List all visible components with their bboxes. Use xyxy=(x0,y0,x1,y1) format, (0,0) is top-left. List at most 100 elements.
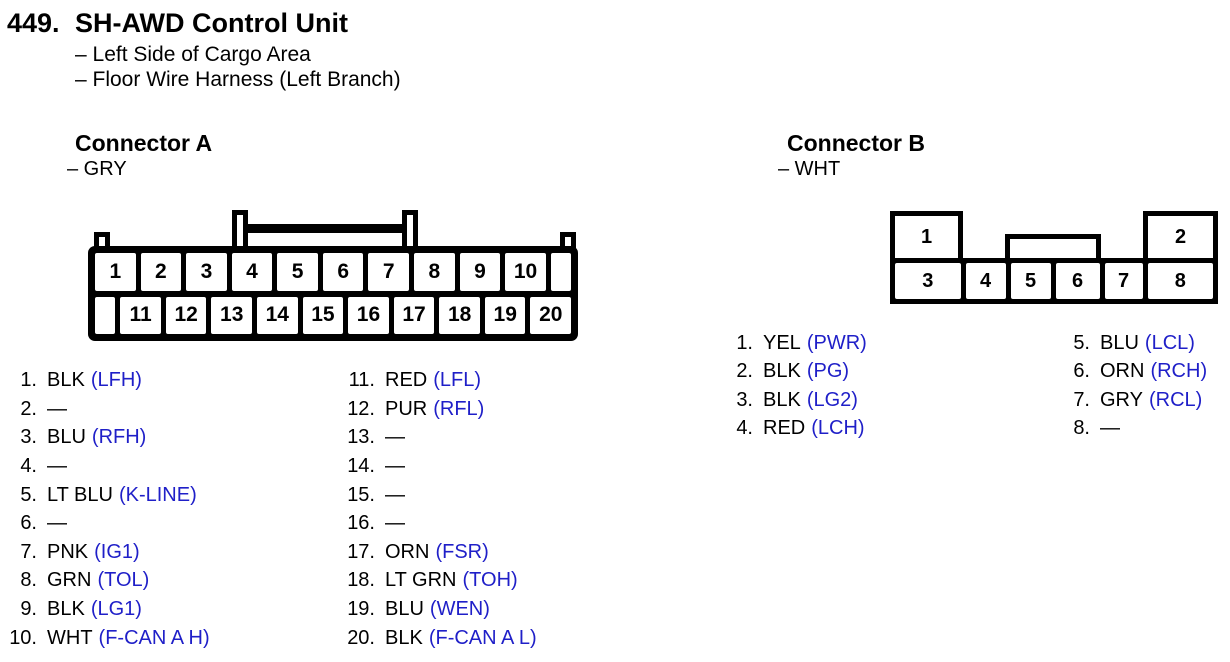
pin-row: 8. — xyxy=(1047,414,1207,442)
connector-a-bottom-row: 11 12 13 14 15 16 17 18 19 20 xyxy=(95,296,572,334)
pin-cell: 5 xyxy=(1010,263,1051,299)
wire-color: — xyxy=(385,512,405,535)
wire-color: — xyxy=(47,454,67,477)
pin-cell: 4 xyxy=(231,253,273,291)
pin-cell: 16 xyxy=(348,296,389,334)
signal-name: (TOL) xyxy=(97,569,150,592)
wire-color: — xyxy=(385,483,405,506)
pin-number: 4. xyxy=(736,417,753,440)
wire-color: — xyxy=(47,512,67,535)
pin-row: 1. BLK (LFH) xyxy=(0,366,210,395)
pin-cell: 4 xyxy=(965,263,1006,299)
wire-color: BLK xyxy=(47,369,85,391)
pin-row: 9. BLK (LG1) xyxy=(0,595,210,624)
pin-row: 13. — xyxy=(330,423,537,452)
wire-color: — xyxy=(47,397,67,420)
pin-row: 10. WHT (F-CAN A H) xyxy=(0,624,210,653)
page-title: SH-AWD Control Unit xyxy=(75,8,348,38)
pin-row: 15. — xyxy=(330,481,537,510)
pin-cell: 1 xyxy=(890,211,963,263)
wire-color: — xyxy=(385,426,405,449)
pin-number: 3. xyxy=(20,426,37,449)
pin-row: 20. BLK (F-CAN A L) xyxy=(330,624,536,653)
pin-row: 16. — xyxy=(330,509,537,538)
pin-cell: 2 xyxy=(140,253,182,291)
blank-cell xyxy=(550,253,572,291)
pin-number: 1. xyxy=(20,369,37,391)
wire-color: — xyxy=(1100,417,1120,440)
pin-row: 5. LT BLU (K-LINE) xyxy=(0,481,210,510)
connector-b-diagram: 1 2 3 4 5 6 7 8 xyxy=(890,211,1218,305)
pin-cell: 8 xyxy=(1147,263,1213,299)
signal-name: (LFH) xyxy=(90,369,142,391)
pin-row: 18. LT GRN (TOH) xyxy=(330,566,537,595)
wire-color: BLK xyxy=(385,626,423,649)
signal-name: (LG2) xyxy=(806,388,858,411)
connector-a-top-row: 1 2 3 4 5 6 7 8 9 10 xyxy=(95,253,572,291)
pin-number: 19. xyxy=(347,598,375,621)
connector-a-housing-color: – GRY xyxy=(67,158,127,180)
pin-number: 13. xyxy=(347,426,375,449)
signal-name: (RCL) xyxy=(1148,388,1203,411)
signal-name: (PWR) xyxy=(806,332,867,354)
pin-number: 9. xyxy=(20,598,37,621)
connector-b-heading: Connector B xyxy=(787,130,925,156)
pin-row: 5. BLU (LCL) xyxy=(1047,329,1207,357)
wire-color: LT BLU xyxy=(47,483,113,506)
wire-color: GRY xyxy=(1100,388,1143,411)
pin-number: 8. xyxy=(20,569,37,592)
pin-cell: 11 xyxy=(120,296,161,334)
signal-name: (RFH) xyxy=(91,426,147,449)
pin-cell: 7 xyxy=(1104,263,1143,299)
pin-cell: 12 xyxy=(165,296,207,334)
connector-b-housing-color: – WHT xyxy=(778,158,841,180)
pin-row: 2. BLK (PG) xyxy=(710,357,867,385)
connector-b-pin-list-col1: 1. YEL (PWR) 2. BLK (PG) 3. BLK (LG2) 4.… xyxy=(710,329,867,443)
pin-row: 17. ORN (FSR) xyxy=(330,538,537,567)
signal-name: (LCH) xyxy=(811,417,865,440)
connector-b-bottom-row: 3 4 5 6 7 8 xyxy=(890,258,1218,304)
pin-number: 6. xyxy=(20,512,37,535)
signal-name: (F-CAN A H) xyxy=(98,626,210,649)
pin-number: 2. xyxy=(20,397,37,420)
signal-name: (LCL) xyxy=(1144,332,1195,354)
wire-color: RED xyxy=(763,417,806,440)
pin-number: 8. xyxy=(1073,417,1090,440)
wire-color: WHT xyxy=(47,626,93,649)
wire-color: RED xyxy=(385,369,428,391)
connector-a-diagram: 1 2 3 4 5 6 7 8 9 10 11 12 13 14 15 16 1 xyxy=(88,210,578,341)
blank-cell xyxy=(95,296,116,334)
pin-number: 4. xyxy=(20,454,37,477)
signal-name: (K-LINE) xyxy=(118,483,197,506)
pin-number: 1. xyxy=(736,332,753,354)
pin-number: 18. xyxy=(347,569,375,592)
signal-name: (IG1) xyxy=(94,540,140,563)
pin-cell: 3 xyxy=(186,253,227,291)
pin-number: 14. xyxy=(347,454,375,477)
pin-row: 6. ORN (RCH) xyxy=(1047,357,1207,385)
pin-number: 15. xyxy=(347,483,375,506)
wire-color: BLU xyxy=(47,426,86,449)
wire-color: LT GRN xyxy=(385,569,457,592)
pin-cell: 8 xyxy=(414,253,455,291)
connector-b-pin-list-col2: 5. BLU (LCL) 6. ORN (RCH) 7. GRY (RCL) 8… xyxy=(1047,329,1207,443)
connector-a-body: 1 2 3 4 5 6 7 8 9 10 11 12 13 14 15 16 1 xyxy=(88,246,578,341)
signal-name: (TOH) xyxy=(462,569,518,592)
location-line: – Floor Wire Harness (Left Branch) xyxy=(75,68,401,91)
signal-name: (PG) xyxy=(806,360,850,383)
pin-row: 2. — xyxy=(0,395,210,424)
item-number: 449. xyxy=(7,8,60,38)
pin-row: 3. BLU (RFH) xyxy=(0,423,210,452)
pin-cell: 2 xyxy=(1143,211,1218,263)
latch-bar xyxy=(238,224,410,233)
signal-name: (FSR) xyxy=(435,540,489,563)
pin-number: 20. xyxy=(347,626,375,649)
connector-a-heading: Connector A xyxy=(75,130,213,156)
pin-number: 3. xyxy=(736,388,753,411)
pin-row: 14. — xyxy=(330,452,537,481)
wire-color: PUR xyxy=(385,397,428,420)
wire-color: BLU xyxy=(385,598,424,621)
pin-row: 12. PUR (RFL) xyxy=(330,395,537,424)
pin-row: 4. — xyxy=(0,452,210,481)
pin-cell: 5 xyxy=(277,253,318,291)
